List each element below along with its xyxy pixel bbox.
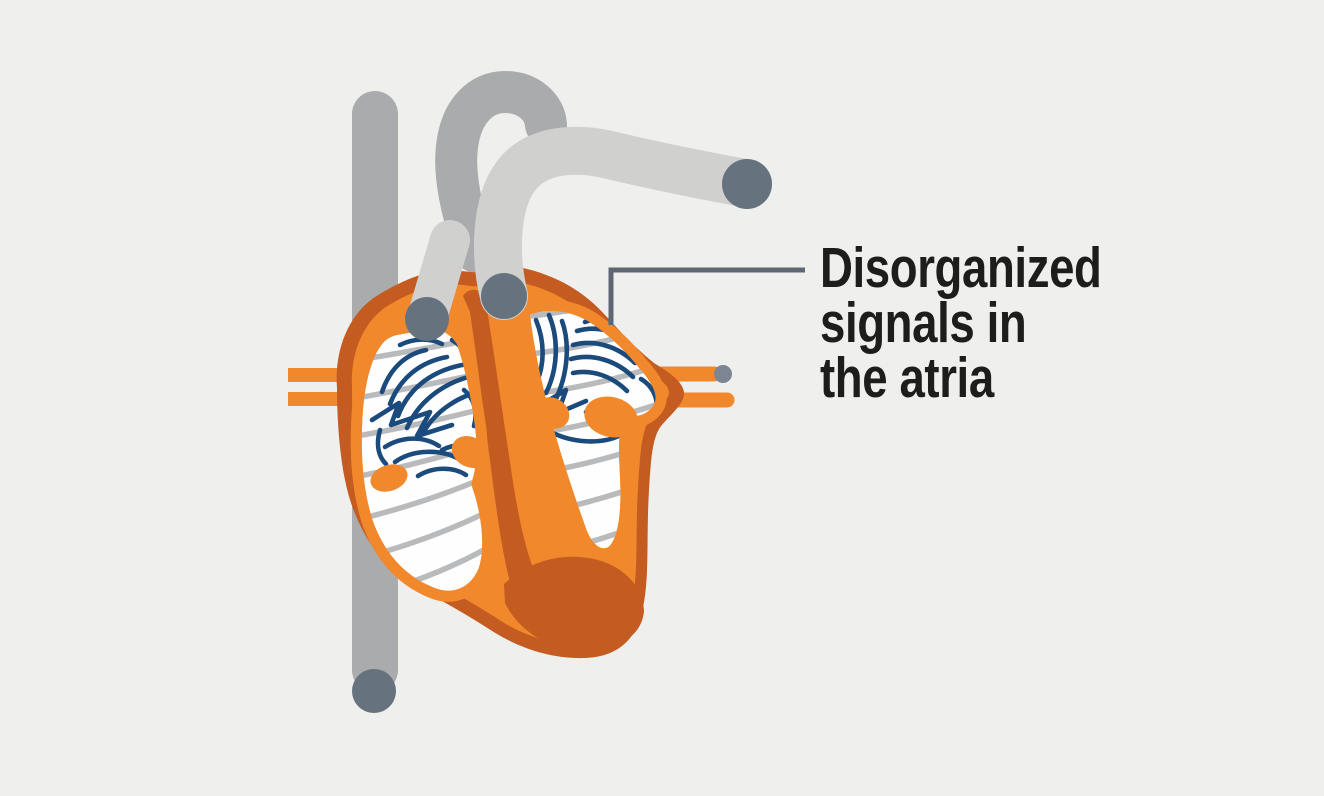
vessel-caps <box>352 159 772 713</box>
pulmonary-vein-bar-left-upper <box>288 368 346 382</box>
annotation-label: Disorganized signals in the atria <box>820 236 1156 410</box>
annotation-line-2: signals in <box>820 291 1027 355</box>
pulmonary-vein-bar-left-lower <box>288 392 346 406</box>
annotation-line-1: Disorganized <box>820 236 1102 300</box>
heart-cross-section <box>336 266 685 659</box>
vessel-cap-aorta-end <box>722 159 772 209</box>
callout-line <box>608 267 805 325</box>
aorta-arch <box>474 126 768 320</box>
vessel-cap-left-atrium <box>481 273 527 319</box>
right-chamber-ring <box>350 317 494 602</box>
pulmonary-artery-tube <box>435 70 567 273</box>
septum-stripe <box>463 289 540 597</box>
vessel-cap-vena-cava-end <box>352 669 396 713</box>
vessel-cap-right-atrium <box>405 297 449 341</box>
valve-knobs <box>370 396 638 492</box>
vessel-end-dot <box>714 365 732 383</box>
lower-wall-mass <box>504 556 644 652</box>
annotation-line-3: the atria <box>820 346 994 410</box>
left-chamber-ring <box>518 300 667 560</box>
